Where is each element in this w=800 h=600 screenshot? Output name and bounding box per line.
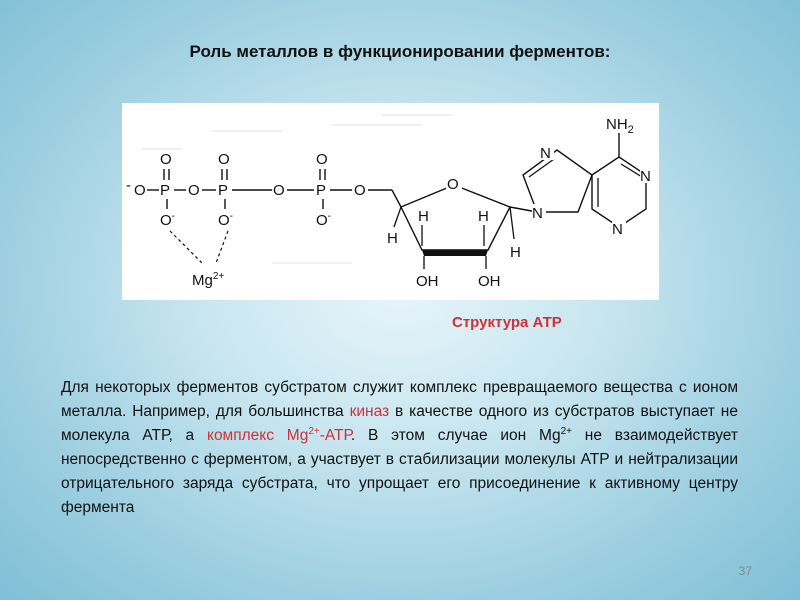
page-number: 37 bbox=[738, 564, 752, 578]
atom-o-minus-1: O- bbox=[160, 211, 175, 229]
magnesium-ion: Mg2+ bbox=[192, 271, 224, 289]
slide-title: Роль металлов в функционировании фермент… bbox=[189, 42, 611, 61]
body-text-part-4: не взаимодействует непосредственно с фер… bbox=[61, 427, 738, 516]
figure-caption: Структура АТР bbox=[452, 314, 562, 331]
atom-o-2: O bbox=[188, 182, 200, 199]
body-paragraph: Для некоторых ферментов субстратом служи… bbox=[61, 376, 738, 520]
body-text-part-1: Для некоторых ферментов субстратом служи… bbox=[61, 379, 738, 420]
ring-oh-1: OH bbox=[416, 273, 439, 290]
mg-atp-complex-highlight: комплекс Mg2+-АТР bbox=[206, 425, 351, 444]
atom-p-3: P bbox=[316, 182, 326, 199]
atom-o-top-1: O bbox=[160, 151, 172, 168]
terminal-minus: - bbox=[126, 177, 131, 194]
body-text-part-3: . В этом случае ион Mg bbox=[350, 427, 561, 444]
amino-group: NH2 bbox=[606, 116, 634, 136]
atom-o-3: O bbox=[273, 182, 285, 199]
complex-charge: 2+ bbox=[308, 425, 320, 437]
ring-oh-2: OH bbox=[478, 273, 501, 290]
kinase-highlight: киназ bbox=[349, 403, 390, 420]
ring-oxygen: O bbox=[447, 176, 459, 193]
atom-o-minus-2: O- bbox=[218, 211, 233, 229]
ring-h-1: H bbox=[418, 208, 429, 225]
atp-structure-figure: - O P O P O P O O O O bbox=[122, 103, 659, 300]
atom-n-3: N bbox=[612, 221, 623, 238]
adenine-base: N N N N NH2 bbox=[509, 116, 654, 238]
atom-n-7: N bbox=[540, 145, 551, 162]
atom-p-1: P bbox=[160, 182, 170, 199]
atom-o-minus-3: O- bbox=[316, 211, 331, 229]
atom-p-2: P bbox=[218, 182, 228, 199]
background-ghost-lines bbox=[142, 114, 452, 264]
atom-o-top-2: O bbox=[218, 151, 230, 168]
complex-tail: -АТР bbox=[319, 427, 351, 444]
ring-h-3: H bbox=[387, 230, 398, 247]
atom-n-9: N bbox=[532, 205, 543, 222]
atp-structure-diagram: - O P O P O P O O O O bbox=[126, 114, 654, 290]
ribose-ring: O H H H H OH OH bbox=[387, 175, 521, 290]
complex-base: комплекс Mg bbox=[206, 427, 309, 444]
atom-n-1: N bbox=[640, 168, 651, 185]
body-text-part-2: в качестве одного из субстратов выступае… bbox=[61, 403, 738, 444]
ring-h-4: H bbox=[510, 244, 521, 261]
atom-o-1: O bbox=[134, 182, 146, 199]
mg-charge: 2+ bbox=[560, 425, 572, 437]
phosphate-chain: - O P O P O P O O O O bbox=[126, 151, 392, 289]
atom-o-4: O bbox=[354, 182, 366, 199]
atom-o-top-3: O bbox=[316, 151, 328, 168]
ring-h-2: H bbox=[478, 208, 489, 225]
